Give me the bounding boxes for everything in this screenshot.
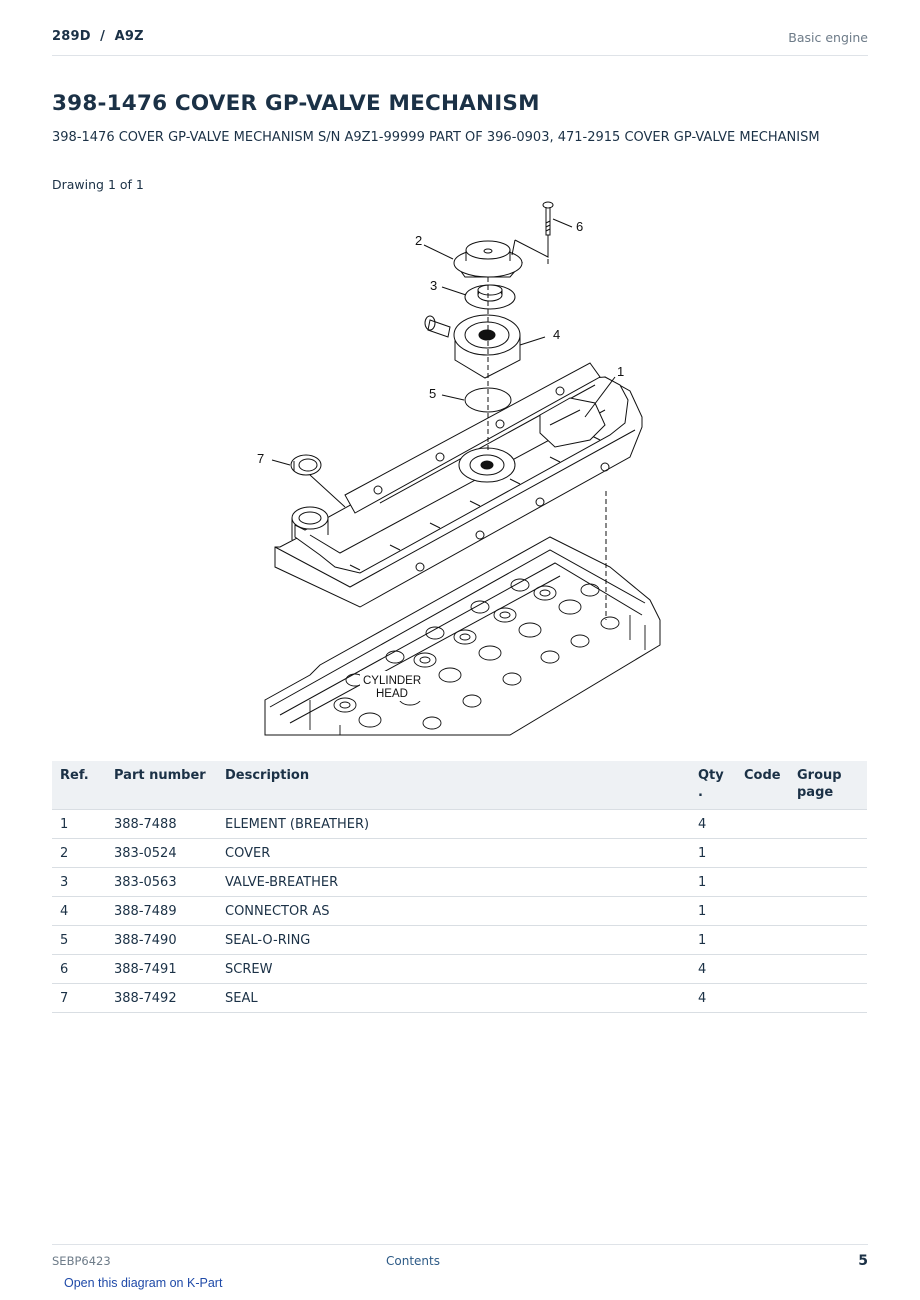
- callout-6: 6: [576, 219, 583, 234]
- seal-drawing: [290, 454, 322, 476]
- qty-cell: 1: [690, 838, 736, 868]
- exploded-view-drawing: 1 2 3 4 5 6 7 CYLINDER HEAD: [257, 201, 661, 736]
- ref-cell: 5: [52, 925, 106, 955]
- ref-cell: 6: [52, 954, 106, 984]
- valve-breather-drawing: [464, 284, 516, 310]
- code-cell: [736, 867, 789, 897]
- description-cell: COVER: [217, 838, 690, 868]
- table-row: 2 383-0524 COVER 1: [52, 838, 867, 868]
- drawing-label: Drawing 1 of 1: [52, 177, 144, 192]
- cylinder-label-line1: CYLINDER: [363, 675, 421, 687]
- part-number-cell: 388-7491: [106, 954, 217, 984]
- table-row: 6 388-7491 SCREW 4: [52, 954, 867, 984]
- group-page-cell: [789, 954, 867, 984]
- part-number-cell: 383-0524: [106, 838, 217, 868]
- table-row: 5 388-7490 SEAL-O-RING 1: [52, 925, 867, 955]
- document-id: SEBP6423: [52, 1254, 111, 1268]
- parts-table: Ref. Part number Description Qty . Code …: [52, 761, 867, 1013]
- qty-cell: 1: [690, 896, 736, 926]
- table-row: 4 388-7489 CONNECTOR AS 1: [52, 896, 867, 926]
- qty-cell: 1: [690, 867, 736, 897]
- col-code: Code: [736, 761, 789, 810]
- qty-cell: 4: [690, 954, 736, 984]
- description-cell: SEAL: [217, 983, 690, 1013]
- page-title: 398-1476 COVER GP-VALVE MECHANISM: [52, 91, 540, 116]
- ref-cell: 1: [52, 809, 106, 839]
- page-header: 289D / A9Z Basic engine: [52, 28, 868, 56]
- valve-cover-drawing: [274, 362, 643, 608]
- description-cell: CONNECTOR AS: [217, 896, 690, 926]
- description-cell: ELEMENT (BREATHER): [217, 809, 690, 839]
- group-page-cell: [789, 983, 867, 1013]
- description-cell: SEAL-O-RING: [217, 925, 690, 955]
- col-description: Description: [217, 761, 690, 810]
- screw-drawing: [542, 201, 554, 236]
- connector-assembly-drawing: [424, 314, 521, 379]
- contents-link[interactable]: Contents: [386, 1254, 440, 1268]
- part-number-cell: 388-7489: [106, 896, 217, 926]
- table-row: 3 383-0563 VALVE-BREATHER 1: [52, 867, 867, 897]
- page-subtitle: 398-1476 COVER GP-VALVE MECHANISM S/N A9…: [52, 130, 820, 145]
- cylinder-label-line2: HEAD: [376, 688, 408, 700]
- qty-cell: 4: [690, 809, 736, 839]
- ref-cell: 3: [52, 867, 106, 897]
- code-cell: [736, 954, 789, 984]
- description-cell: SCREW: [217, 954, 690, 984]
- col-part-number: Part number: [106, 761, 217, 810]
- code-cell: [736, 838, 789, 868]
- part-number-cell: 383-0563: [106, 867, 217, 897]
- table-row: 7 388-7492 SEAL 4: [52, 983, 867, 1013]
- group-page-cell: [789, 867, 867, 897]
- table-header-row: Ref. Part number Description Qty . Code …: [52, 761, 867, 810]
- ref-cell: 2: [52, 838, 106, 868]
- part-number-cell: 388-7488: [106, 809, 217, 839]
- table-row: 1 388-7488 ELEMENT (BREATHER) 4: [52, 809, 867, 839]
- parts-diagram: 1 2 3 4 5 6 7 CYLINDER HEAD: [250, 195, 670, 740]
- ref-cell: 4: [52, 896, 106, 926]
- page-footer: SEBP6423 Contents 5: [52, 1244, 868, 1275]
- callout-2: 2: [415, 233, 422, 248]
- part-number-cell: 388-7490: [106, 925, 217, 955]
- callout-3: 3: [430, 278, 437, 293]
- group-page-cell: [789, 925, 867, 955]
- model-label: 289D / A9Z: [52, 29, 144, 44]
- section-label: Basic engine: [788, 30, 868, 45]
- page-number: 5: [858, 1253, 868, 1269]
- part-number-cell: 388-7492: [106, 983, 217, 1013]
- callout-4: 4: [553, 327, 560, 342]
- col-ref: Ref.: [52, 761, 106, 810]
- code-cell: [736, 983, 789, 1013]
- qty-cell: 4: [690, 983, 736, 1013]
- group-page-cell: [789, 809, 867, 839]
- callout-1: 1: [617, 364, 624, 379]
- group-page-cell: [789, 896, 867, 926]
- kpart-diagram-link[interactable]: Open this diagram on K-Part: [64, 1276, 223, 1290]
- o-ring-drawing: [464, 387, 512, 413]
- qty-cell: 1: [690, 925, 736, 955]
- description-cell: VALVE-BREATHER: [217, 867, 690, 897]
- callout-5: 5: [429, 386, 436, 401]
- code-cell: [736, 809, 789, 839]
- callout-7: 7: [257, 451, 264, 466]
- group-page-cell: [789, 838, 867, 868]
- ref-cell: 7: [52, 983, 106, 1013]
- code-cell: [736, 896, 789, 926]
- code-cell: [736, 925, 789, 955]
- col-qty: Qty .: [690, 761, 736, 810]
- col-group-page: Group page: [789, 761, 867, 810]
- cover-drawing: [453, 240, 524, 278]
